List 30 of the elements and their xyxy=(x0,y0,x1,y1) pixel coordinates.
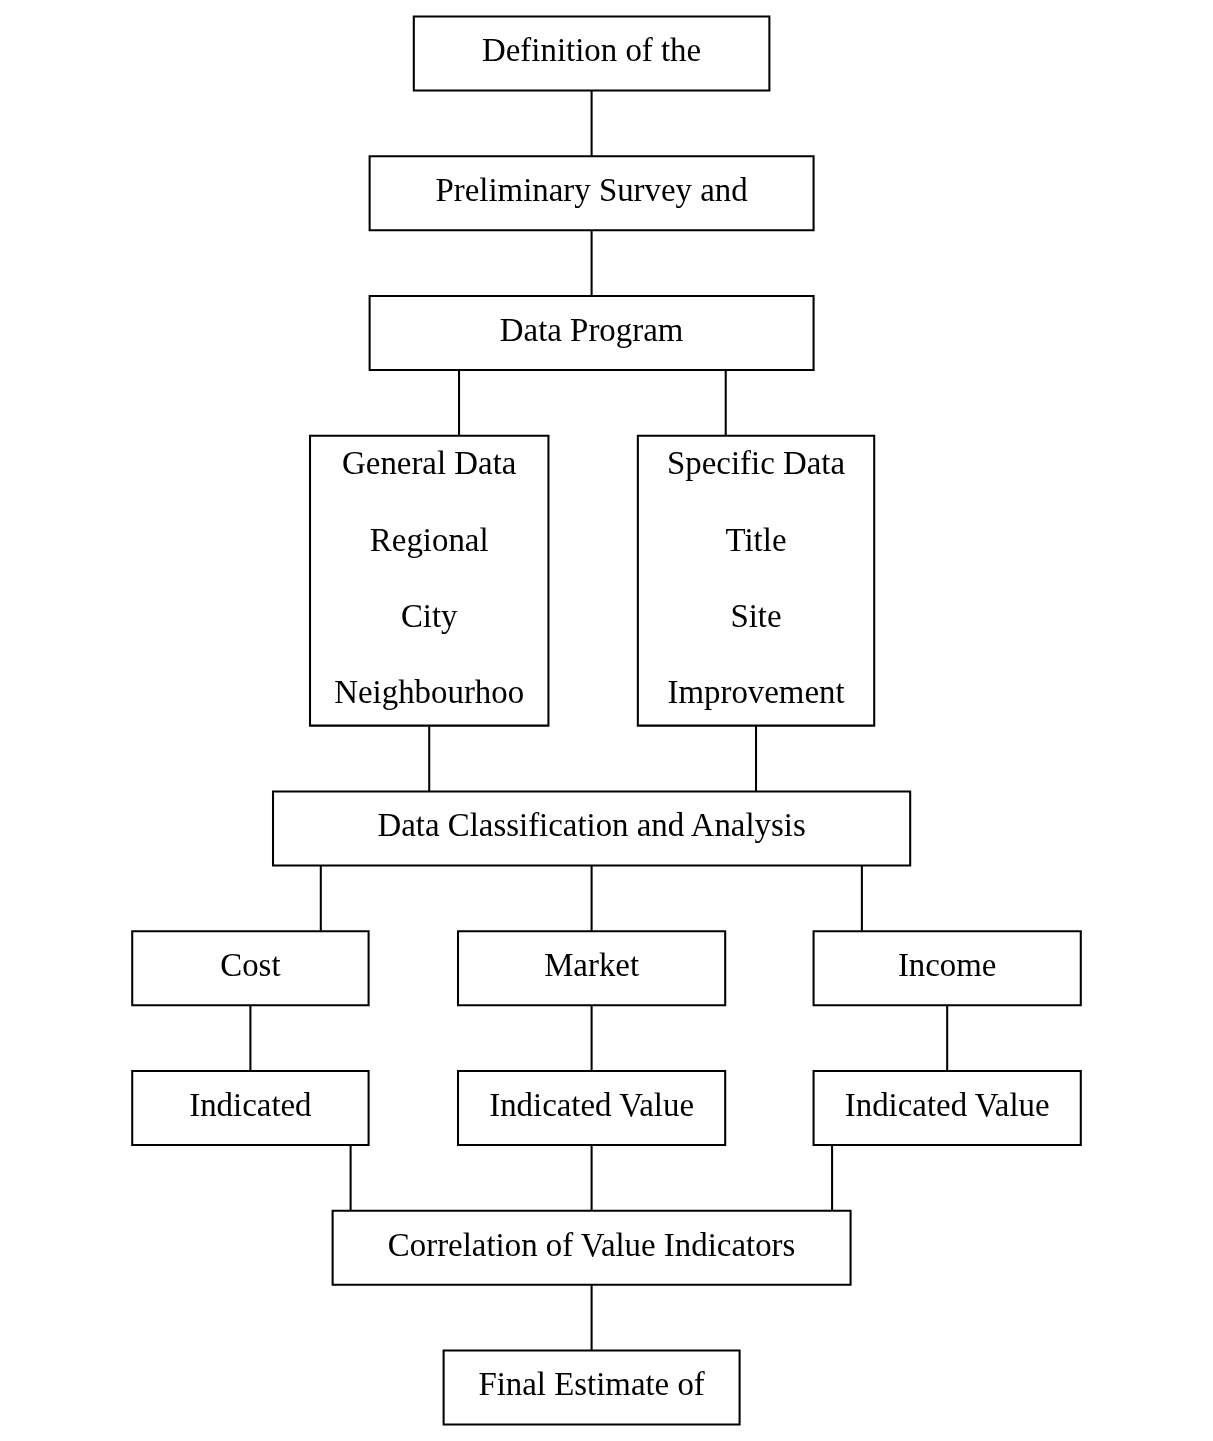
node-box: General Data Regional City Neighbourhoo xyxy=(309,434,550,727)
node-box: Market xyxy=(456,930,727,1007)
node-box: Preliminary Survey and xyxy=(368,155,815,232)
connector xyxy=(428,726,431,792)
connector xyxy=(590,230,593,296)
connector xyxy=(349,1145,352,1211)
connector xyxy=(590,865,593,931)
node-box: Indicated Value xyxy=(456,1069,727,1146)
node-box: Definition of the xyxy=(412,15,771,92)
connector xyxy=(319,865,322,931)
node-box: Data Classification and Analysis xyxy=(272,790,912,867)
node-box: Correlation of Value Indicators xyxy=(331,1209,852,1286)
connector xyxy=(724,370,727,436)
connector xyxy=(249,1005,252,1071)
connector xyxy=(458,370,461,436)
connector xyxy=(946,1005,949,1071)
node-box: Indicated Value xyxy=(812,1069,1082,1146)
connector xyxy=(831,1145,834,1211)
node-box: Cost xyxy=(131,930,370,1007)
connector xyxy=(590,91,593,156)
connector xyxy=(590,1285,593,1350)
connector xyxy=(860,865,863,931)
node-box: Income xyxy=(812,930,1082,1007)
connector xyxy=(755,726,758,792)
node-box: Specific Data Title Site Improvement xyxy=(636,434,876,727)
node-box: Final Estimate of xyxy=(442,1349,741,1426)
connector xyxy=(590,1145,593,1211)
connector xyxy=(590,1005,593,1071)
node-box: Data Program xyxy=(368,295,815,372)
node-box: Indicated xyxy=(131,1069,370,1146)
